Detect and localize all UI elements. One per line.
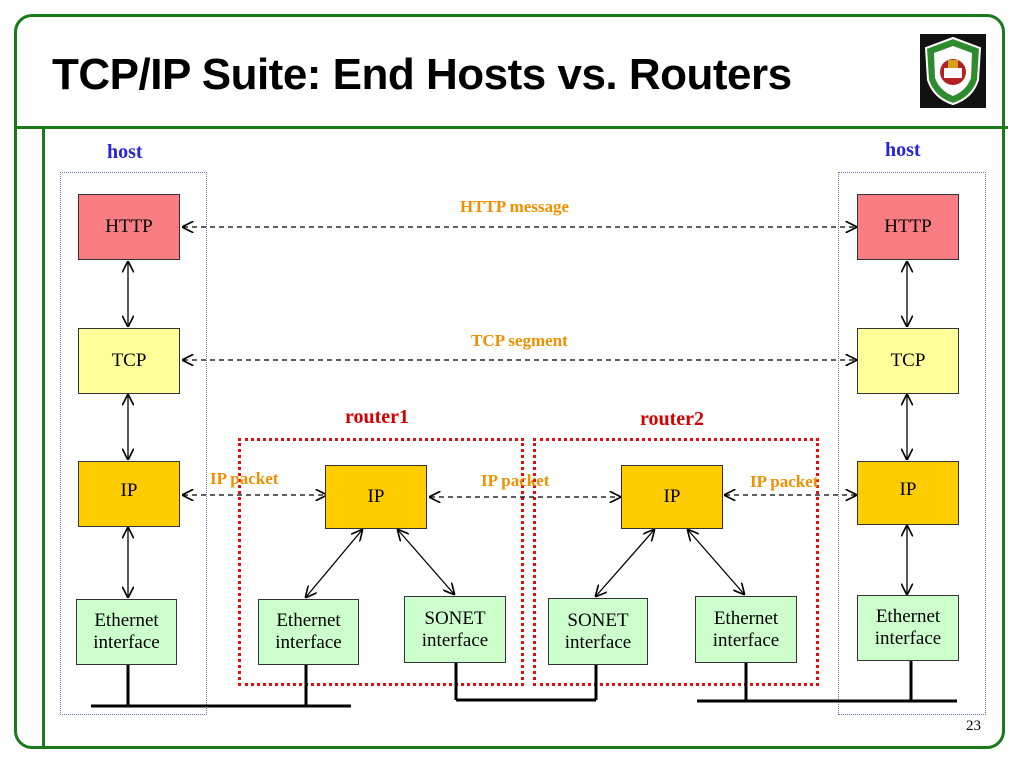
right-host-region [838,172,986,715]
router1-sonet-interface-box: SONET interface [404,596,506,663]
router2-region [533,438,819,686]
title-divider [14,126,1008,129]
right-eth-line1: Ethernet [875,606,941,628]
router1-ethernet-interface-box: Ethernet interface [258,599,359,665]
router1-left-if-line2: interface [275,632,342,653]
router1-region [238,438,524,686]
router1-right-if-line1: SONET [424,607,486,629]
tcp-segment-label: TCP segment [471,331,568,350]
router2-left-if-line1: SONET [567,609,629,631]
router1-right-if-line2: interface [421,629,489,651]
left-host-region [60,172,207,715]
router2-label: router2 [640,408,705,430]
router2-left-if-line2: interface [564,631,632,653]
left-ip-box: IP [78,461,180,527]
router1-ip-sonet-arrow [398,530,454,594]
left-eth-line1: Ethernet [94,610,159,632]
slide-frame [14,14,1005,749]
ip-packet-label-3: IP packet [750,472,819,491]
left-eth-line2: interface [93,632,160,653]
right-ip-box: IP [857,461,959,525]
router2-ip-eth-arrow [688,530,744,594]
left-http-box: HTTP [78,194,180,260]
right-eth-line2: interface [874,628,942,649]
router1-label: router1 [345,406,410,428]
left-ethernet-interface-box: Ethernet interface [76,599,177,665]
ip-packet-label-2: IP packet [481,471,550,490]
slide-title: TCP/IP Suite: End Hosts vs. Routers [52,50,792,99]
router2-ip-sonet-arrow [596,530,654,596]
right-http-box: HTTP [857,194,959,260]
http-message-label: HTTP message [460,197,570,216]
router1-ip-box: IP [325,465,427,529]
router2-right-if-line2: interface [712,629,780,651]
university-crest-icon [920,34,986,108]
left-tcp-box: TCP [78,328,180,394]
ip-packet-label-1: IP packet [210,469,279,488]
router2-ip-box: IP [621,465,723,529]
right-ethernet-interface-box: Ethernet interface [857,595,959,661]
router2-right-if-line1: Ethernet [713,607,779,629]
side-divider [42,126,45,749]
router2-sonet-interface-box: SONET interface [548,598,648,665]
router1-ip-eth-arrow [306,530,362,597]
right-tcp-box: TCP [857,328,959,394]
router2-ethernet-interface-box: Ethernet interface [695,596,797,663]
host-label-right: host [885,139,921,161]
host-label-left: host [107,141,143,163]
page-number: 23 [966,718,981,734]
router1-left-if-line1: Ethernet [276,610,341,632]
